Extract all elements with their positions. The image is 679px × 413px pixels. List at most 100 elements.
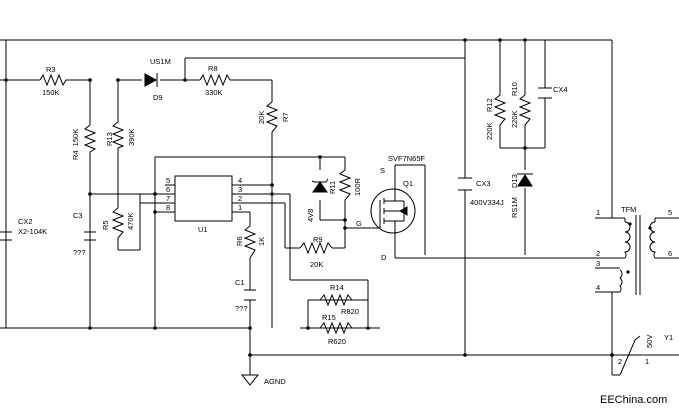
r6-ref: R6: [235, 236, 244, 246]
y1-rating: 50V: [645, 335, 654, 348]
d9-part: US1M: [150, 57, 171, 66]
r6-value: 1K: [257, 237, 266, 246]
capacitors: [0, 87, 552, 301]
c3-value: ???: [73, 248, 86, 257]
d9-symbol: [144, 73, 158, 87]
r15-symbol: [319, 321, 353, 335]
r13-ref: R13: [105, 132, 114, 146]
y1-pin-2: 2: [618, 357, 622, 366]
r4-symbol: [83, 124, 97, 153]
c3-symbol: [84, 231, 96, 241]
tfm-transformer: [619, 215, 656, 295]
zener-value: 4V8: [306, 209, 315, 222]
tfm-pin-6: 6: [668, 249, 672, 258]
tfm-pin-4: 4: [596, 283, 600, 292]
u1-pin-1: 1: [238, 203, 242, 212]
c1-value: ???: [235, 304, 248, 313]
y1-ref: Y1: [664, 333, 673, 342]
labels: R3 150K US1M D9 R8 330K R4 150K R13 390K…: [18, 57, 673, 406]
y1-symbol: [611, 335, 641, 376]
r9-symbol: [299, 241, 333, 255]
u1-pin-6: 6: [166, 185, 170, 194]
r8-symbol: [199, 73, 231, 87]
u1-pin-7: 7: [166, 194, 170, 203]
r3-ref: R3: [46, 65, 56, 74]
q1-ref: Q1: [403, 179, 413, 188]
ground-symbol: [240, 374, 260, 386]
r5-value: 470K: [126, 212, 135, 230]
tfm-pin-3: 3: [596, 259, 600, 268]
r13-label: R13: [105, 132, 114, 146]
c1-ref: C1: [235, 278, 245, 287]
cx4-symbol: [538, 87, 552, 99]
cx3-symbol: [458, 177, 472, 191]
r8-value: 330K: [205, 88, 223, 97]
r13-symbol: [111, 121, 125, 149]
d13-ref: D13: [510, 174, 519, 188]
ground-label: AGND: [264, 377, 286, 386]
c3-ref: C3: [73, 211, 83, 220]
diodes: [144, 73, 533, 193]
d13-part: RS1M: [510, 197, 519, 218]
u1-pin-3: 3: [238, 185, 242, 194]
tfm-pin-2: 2: [596, 249, 600, 258]
r7-ref: R7: [281, 112, 290, 122]
cx4-ref: CX4: [553, 85, 568, 94]
r10-symbol: [518, 94, 532, 126]
junction-dots: [4, 38, 614, 357]
u1-pin-5: 5: [166, 176, 170, 185]
y1-pin-1: 1: [645, 357, 649, 366]
d13-symbol: [517, 173, 533, 187]
r11-symbol: [338, 169, 352, 201]
r6-symbol: [243, 225, 257, 259]
zener-symbol: [311, 178, 329, 193]
q1-gate-label: G: [356, 219, 362, 228]
r4-label: R4 150K: [71, 129, 80, 160]
r15-value: R620: [328, 337, 346, 346]
r10-ref: R10: [510, 82, 519, 96]
r12-ref: R12: [485, 98, 494, 112]
r3-value: 150K: [42, 88, 60, 97]
r9-ref: R9: [313, 235, 323, 244]
q1-part: SVF7N65F: [388, 154, 426, 163]
r11-ref: R11: [328, 181, 337, 194]
u1-pin-8: 8: [166, 203, 170, 212]
r15-ref: R15: [322, 313, 336, 322]
tfm-ref: TFM: [621, 205, 636, 214]
c1-symbol: [244, 289, 256, 301]
r14-ref: R14: [330, 283, 344, 292]
r4-ref: R4: [71, 150, 80, 160]
q1-mosfet: [370, 165, 416, 240]
r8-ref: R8: [208, 64, 218, 73]
u1-pin-2: 2: [238, 194, 242, 203]
cx3-ref: CX3: [476, 179, 491, 188]
q1-source-label: S: [380, 166, 385, 175]
r13-value: 390K: [127, 128, 136, 146]
cx2-value: X2-104K: [18, 227, 47, 236]
d9-ref: D9: [153, 93, 163, 102]
r14-value: R820: [341, 307, 359, 316]
r3-symbol: [39, 73, 68, 87]
wires: [0, 39, 679, 375]
u1-ref: U1: [198, 225, 208, 234]
r12-symbol: [493, 94, 507, 126]
r9-value: 20K: [310, 260, 323, 269]
r11-value: 100R: [353, 177, 362, 196]
resistors: [39, 73, 532, 335]
r4-value: 150K: [71, 129, 80, 147]
r5-ref: R5: [101, 220, 110, 230]
cx2-ref: CX2: [18, 217, 33, 226]
r7-value: 20K: [257, 111, 266, 124]
tfm-pin-1: 1: [596, 208, 600, 217]
u1-pin-4: 4: [238, 176, 242, 185]
cx2-symbol: [0, 231, 12, 241]
tfm-pin-5: 5: [668, 208, 672, 217]
r5-symbol: [111, 207, 125, 239]
q1-drain-label: D: [381, 253, 387, 262]
r7-symbol: [265, 101, 279, 133]
cx3-value: 400V334J: [470, 198, 504, 207]
r14-symbol: [319, 293, 353, 307]
r10-value: 220K: [510, 110, 519, 128]
watermark: EEChina.com: [600, 394, 667, 406]
